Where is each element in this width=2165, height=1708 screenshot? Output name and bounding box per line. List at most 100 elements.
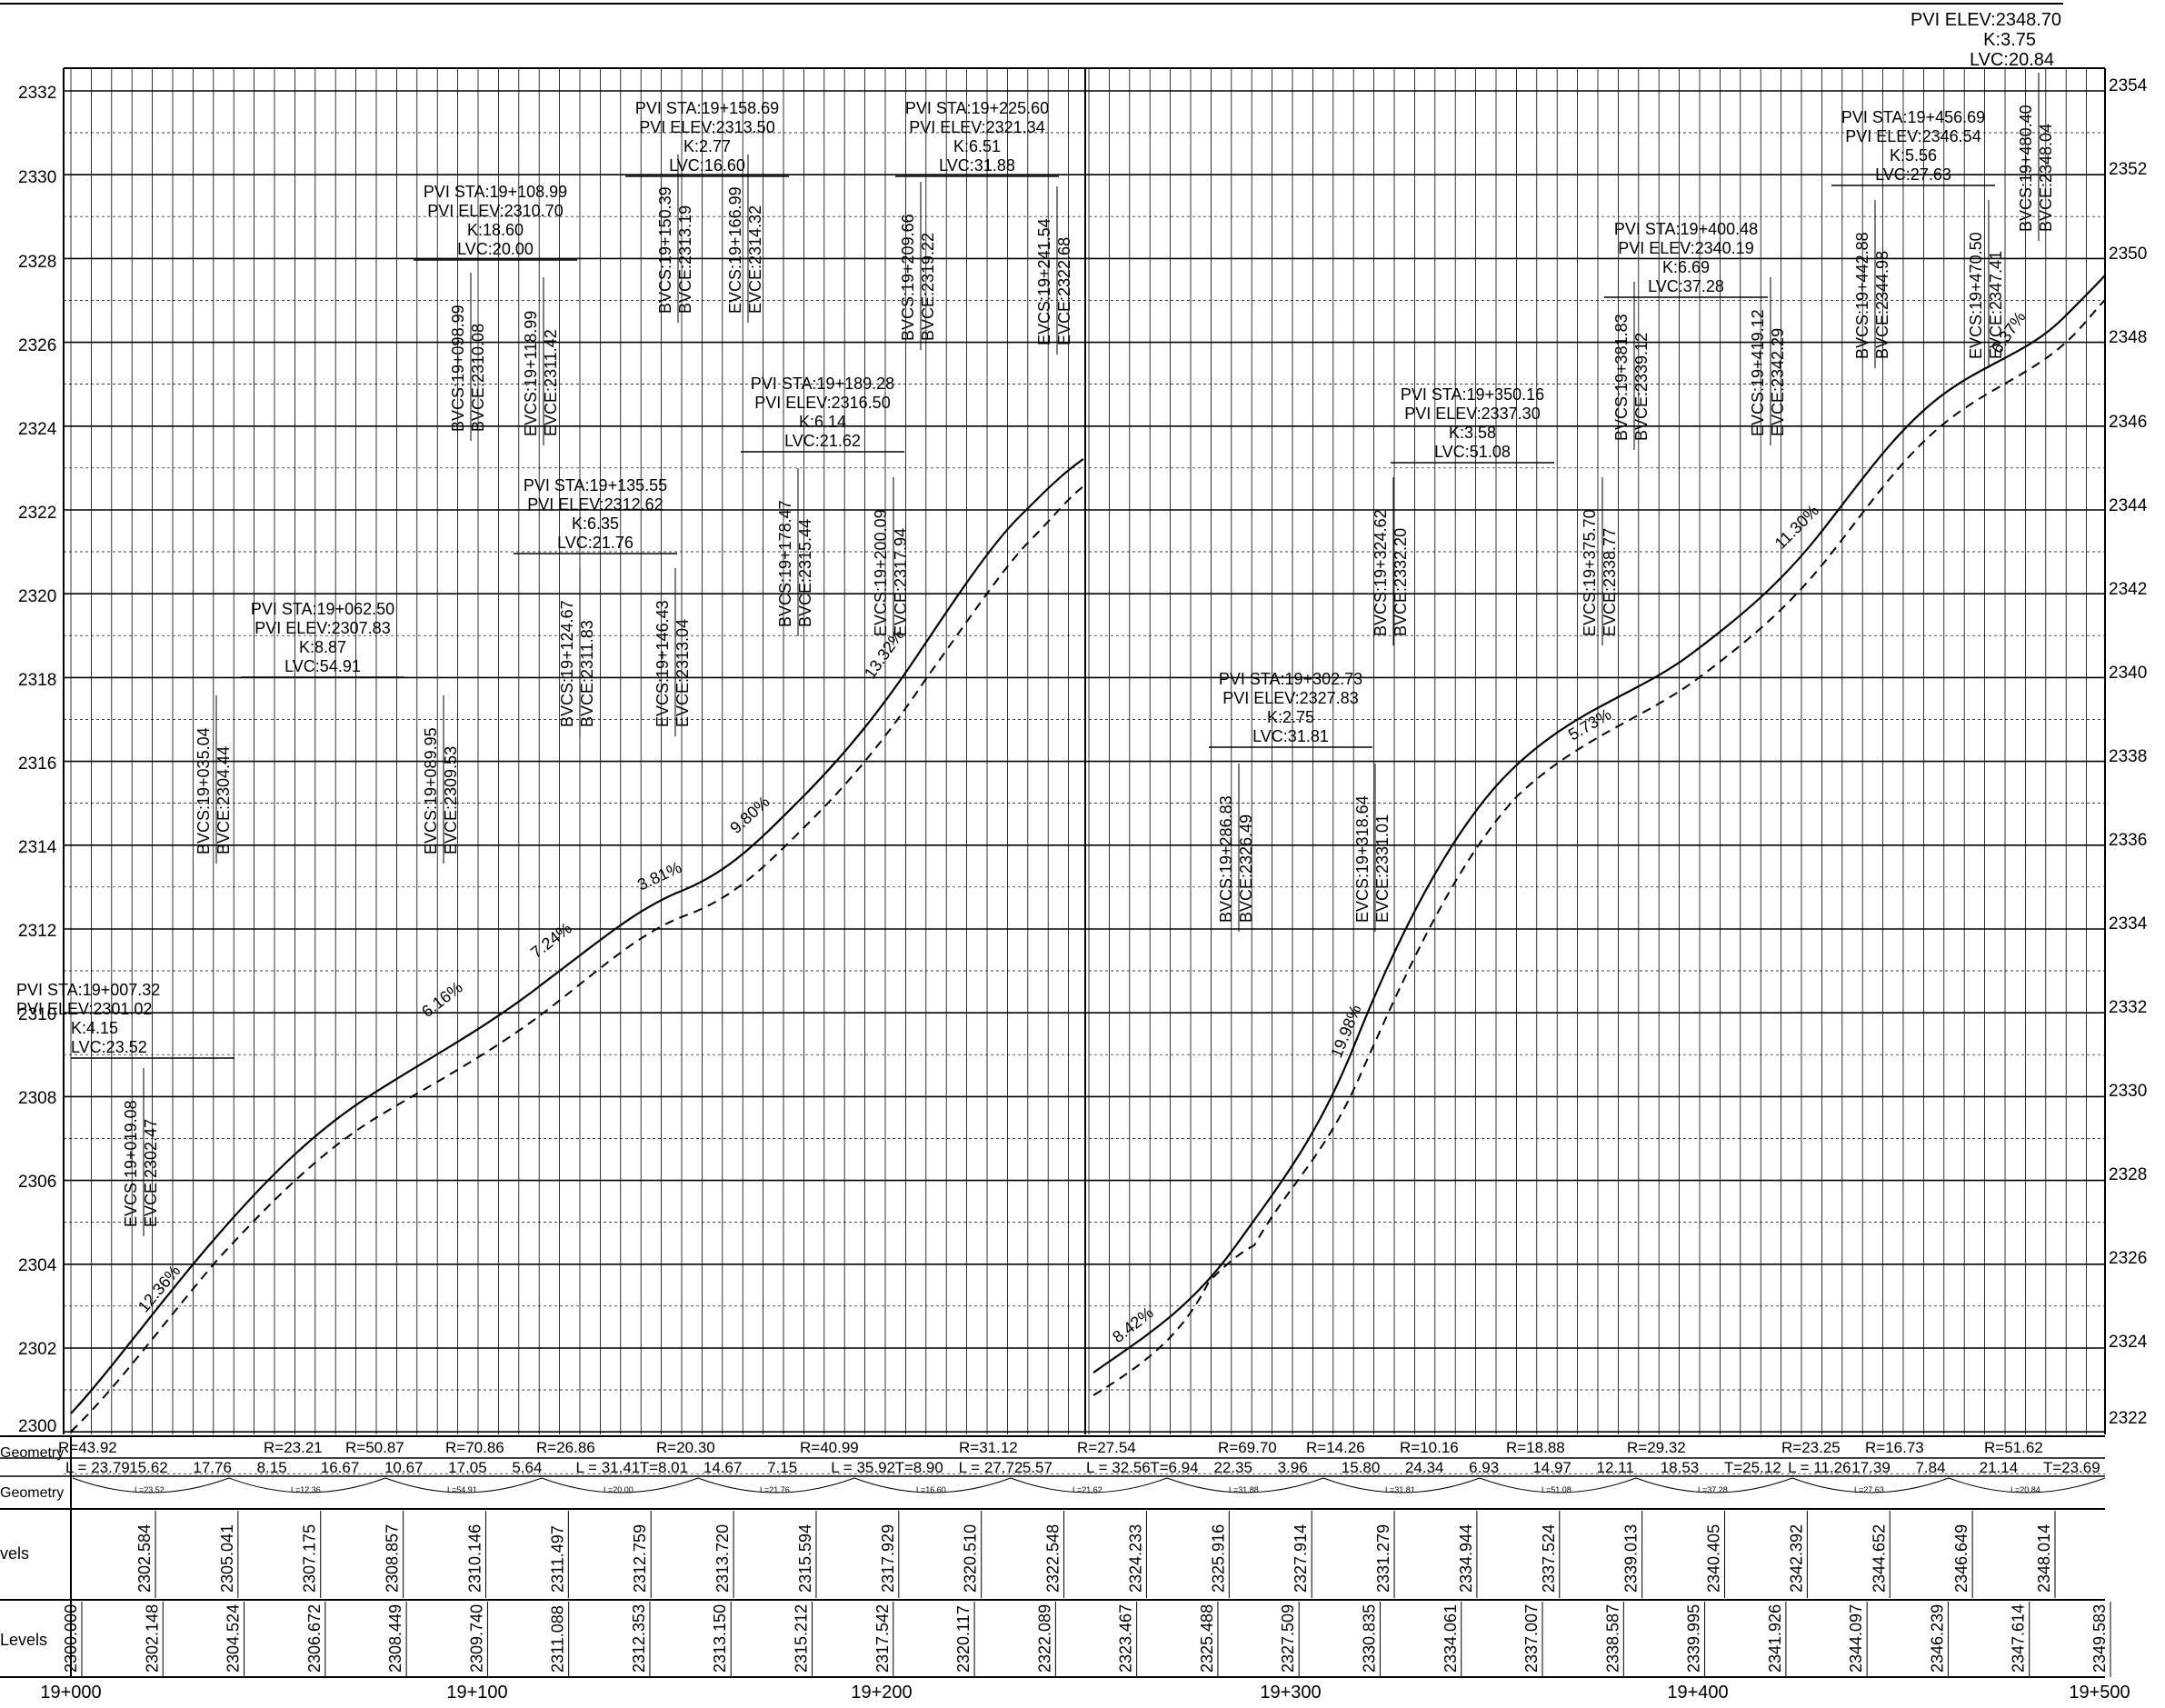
- left-axis-label: 2332: [18, 84, 56, 103]
- level-bottom-value: 2313.150: [711, 1604, 729, 1673]
- length-value: T=8.01: [640, 1459, 688, 1476]
- radius-value: R=51.62: [1984, 1439, 2043, 1456]
- vc-elevation-text: EVCE:2338.77: [1601, 528, 1619, 636]
- vc-station-text: EVCS:19+419.12: [1749, 309, 1767, 436]
- geometry-cell-text: L=54.91: [447, 1485, 477, 1494]
- station-label: 19+000: [40, 1683, 101, 1703]
- level-bottom-value: 2347.614: [2010, 1604, 2028, 1673]
- level-bottom-value: 2320.117: [954, 1605, 973, 1673]
- station-label: 19+500: [2069, 1683, 2130, 1703]
- pvi-line: K:6.14: [799, 413, 846, 431]
- radius-value: R=70.86: [445, 1439, 504, 1456]
- level-bottom-value: 2339.995: [1685, 1604, 1703, 1673]
- station-label: 19+200: [851, 1683, 912, 1703]
- length-value: T=6.94: [1150, 1459, 1198, 1476]
- geometry-curve: [228, 1477, 386, 1493]
- pvi-line: LVC:31.88: [939, 156, 1015, 175]
- geometry-curve: [1948, 1477, 2106, 1493]
- finished-grade-line-right: [1092, 275, 2106, 1373]
- level-top-value: 2320.510: [962, 1524, 980, 1593]
- band-label-geometry-bottom: Geometry: [0, 1485, 64, 1501]
- level-top-value: 2308.857: [384, 1524, 402, 1593]
- vc-elevation-text: BVCE:2326.49: [1237, 814, 1255, 923]
- radius-value: R=10.16: [1400, 1439, 1459, 1456]
- vc-station-text: BVCS:19+381.83: [1612, 314, 1631, 441]
- geometry-curve: [1166, 1477, 1324, 1493]
- length-value: L = 32.56: [1086, 1459, 1151, 1476]
- left-axis-label: 2310: [18, 1005, 56, 1024]
- vc-elevation-text: BVCE:2304.44: [215, 746, 233, 854]
- radius-value: R=26.86: [536, 1439, 595, 1456]
- right-axis-label: 2340: [2109, 664, 2147, 683]
- length-value: 17.39: [1851, 1459, 1891, 1476]
- length-value: 7.84: [1915, 1459, 1945, 1476]
- level-bottom-value: 2323.467: [1117, 1604, 1135, 1673]
- band-label-levels: vels: [0, 1544, 29, 1563]
- geometry-cell-text: L=27.63: [1854, 1485, 1884, 1494]
- vc-station-text: EVCS:19+470.50: [1967, 232, 1985, 359]
- vc-station-text: EVCS:19+089.95: [422, 727, 440, 854]
- station-label: 19+400: [1667, 1683, 1728, 1703]
- level-bottom-value: 2317.542: [873, 1604, 892, 1673]
- vc-station-text: BVCS:19+324.62: [1372, 509, 1390, 636]
- band-label-levels-bottom: Levels: [0, 1631, 47, 1649]
- radius-value: R=31.12: [959, 1439, 1018, 1456]
- grade-label: 11.30%: [1771, 501, 1822, 552]
- length-value: 24.34: [1405, 1459, 1444, 1476]
- radius-value: R=40.99: [800, 1439, 859, 1456]
- right-axis-label: 2342: [2109, 580, 2147, 599]
- level-top-value: 2327.914: [1292, 1524, 1310, 1593]
- pvi-line: PVI ELEV:2312.62: [527, 495, 663, 514]
- level-bottom-value: 2312.353: [630, 1604, 648, 1673]
- header-line-2: K:3.75: [1983, 30, 2036, 50]
- radius-value: R=20.30: [656, 1439, 715, 1456]
- level-top-value: 2315.594: [796, 1524, 814, 1593]
- vc-station-text: EVCS:19+241.54: [1035, 218, 1053, 345]
- geometry-curve: [1635, 1477, 1793, 1493]
- vc-elevation-text: EVCE:2331.01: [1373, 814, 1392, 923]
- finished-grade-line-left: [70, 458, 1084, 1414]
- pvi-line: PVI STA:19+158.69: [635, 99, 779, 117]
- radius-value: R=27.54: [1077, 1439, 1136, 1456]
- level-top-value: 2324.233: [1126, 1524, 1144, 1593]
- geometry-curve: [72, 1477, 230, 1493]
- level-bottom-value: 2302.148: [143, 1604, 161, 1673]
- level-top-value: 2334.944: [1457, 1524, 1475, 1593]
- pvi-line: PVI ELEV:2321.34: [909, 118, 1044, 136]
- left-axis-label: 2324: [18, 420, 57, 439]
- geometry-curve: [384, 1477, 543, 1493]
- vc-elevation-text: EVCE:2347.41: [1987, 251, 2005, 359]
- pvi-line: PVI STA:19+302.73: [1219, 670, 1362, 688]
- level-top-value: 2302.584: [135, 1524, 154, 1593]
- pvi-line: K:4.15: [71, 1019, 118, 1037]
- vc-station-text: BVCS:19+150.39: [656, 186, 674, 314]
- level-top-value: 2307.175: [301, 1524, 319, 1593]
- left-axis-label: 2330: [18, 168, 56, 187]
- length-value: L = 23.79: [65, 1459, 130, 1476]
- vc-elevation-text: EVCE:2313.04: [673, 619, 692, 727]
- geometry-cell-text: L=21.62: [1073, 1485, 1102, 1494]
- length-value: 5.64: [512, 1459, 542, 1476]
- pvi-line: PVI STA:19+189.28: [751, 375, 894, 393]
- geometry-cell-text: L=16.60: [916, 1485, 946, 1494]
- level-bottom-value: 2308.449: [386, 1604, 404, 1673]
- geometry-curve: [853, 1477, 1012, 1493]
- vc-elevation-text: EVCE:2317.94: [892, 528, 910, 636]
- pvi-line: LVC:20.00: [457, 240, 534, 258]
- length-value: L = 27.72: [959, 1459, 1023, 1476]
- level-bottom-value: 2344.097: [1847, 1604, 1865, 1673]
- geometry-cell-text: L=12.36: [291, 1485, 321, 1494]
- vc-station-text: BVCS:19+098.99: [449, 305, 467, 432]
